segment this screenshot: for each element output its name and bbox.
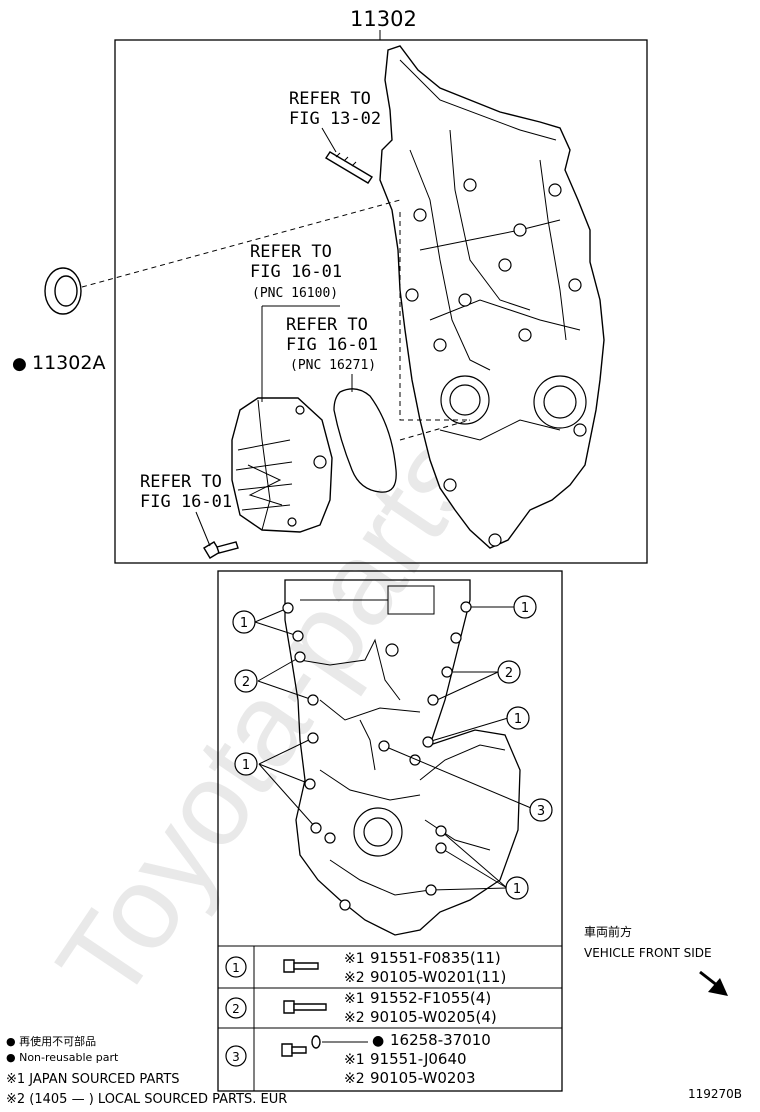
marker-label: 2: [505, 666, 513, 681]
upper-frame: [114, 39, 648, 564]
legend-jp-nonreusable: ● 再使用不可部品: [6, 1034, 96, 1048]
callout-fig-16-01-b-line3: (PNC 16271): [290, 358, 376, 373]
arrow-down-right-icon: [699, 970, 728, 996]
marker-label: 1: [242, 758, 250, 773]
marker-1-top-left[interactable]: 1: [232, 610, 256, 634]
row-prefix: ※2: [344, 1010, 365, 1026]
cover-outline-illustration: [284, 579, 521, 936]
pump-bolt-illustration[interactable]: [203, 541, 239, 559]
timing-cover-illustration[interactable]: [379, 45, 605, 549]
marker-1-bottom-right[interactable]: 1: [505, 876, 529, 900]
part-number[interactable]: 91551-J0640: [370, 1050, 467, 1068]
seal-bullet: ●: [12, 354, 27, 374]
part-number[interactable]: 91552-F1055(4): [370, 989, 491, 1007]
marker-1-mid-right[interactable]: 1: [506, 706, 530, 730]
legend-en-nonreusable: ● Non-reusable part: [6, 1051, 119, 1064]
callout-fig-16-01-b-line2: FIG 16-01: [286, 335, 378, 355]
table-row[interactable]: 2 ※1 91552-F1055(4) ※2 90105-W0205(4): [225, 989, 497, 1026]
bolt-with-washer-icon: [281, 1035, 321, 1057]
marker-2-right[interactable]: 2: [497, 660, 521, 684]
marker-label: 1: [513, 882, 521, 897]
row-prefix: ●: [372, 1033, 384, 1049]
table-row[interactable]: 1 ※1 91551-F0835(11) ※2 90105-W0201(11): [225, 949, 506, 986]
direction-label-jp: 車両前方: [584, 924, 632, 939]
water-pump-gasket-illustration[interactable]: [333, 388, 397, 493]
legend-note-1: ※1 JAPAN SOURCED PARTS: [6, 1072, 180, 1087]
legend-note-2: ※2 (1405 — ) LOCAL SOURCED PARTS. EUR: [6, 1092, 287, 1107]
callout-fig-16-01-a-line2: FIG 16-01: [250, 262, 342, 282]
marker-1-mid-left[interactable]: 1: [234, 752, 258, 776]
marker-label: 2: [242, 675, 250, 690]
main-part-number[interactable]: 11302: [350, 7, 417, 31]
lower-frame: [217, 570, 563, 1092]
callout-fig-16-01-b-line1: REFER TO: [286, 315, 368, 335]
water-pump-illustration[interactable]: [231, 397, 333, 533]
figure-code: 119270B: [688, 1087, 742, 1101]
seal-part-number[interactable]: 11302A: [32, 352, 105, 374]
part-number[interactable]: 90105-W0203: [370, 1069, 476, 1087]
row-index: 3: [232, 1050, 240, 1064]
marker-label: 1: [521, 601, 529, 616]
marker-label: 3: [537, 804, 545, 819]
row-prefix: ※2: [344, 970, 365, 986]
row-prefix: ※1: [344, 991, 365, 1007]
callout-fig-13-02-line1: REFER TO: [289, 89, 371, 109]
part-number[interactable]: 90105-W0205(4): [370, 1008, 497, 1026]
bolt-icon: [283, 959, 319, 973]
callout-fig-16-01-c-line1: REFER TO: [140, 472, 222, 492]
marker-1-top-right[interactable]: 1: [513, 595, 537, 619]
bolt-holes: [282, 601, 472, 896]
row-index: 1: [232, 961, 240, 975]
marker-2-left[interactable]: 2: [234, 669, 258, 693]
callout-fig-16-01-a-line3: (PNC 16100): [252, 286, 338, 301]
table-row[interactable]: 3 ● 16258-37010 ※1 91551-J0640 ※2 90105-…: [225, 1031, 491, 1087]
marker-label: 1: [240, 616, 248, 631]
marker-3-right[interactable]: 3: [529, 798, 553, 822]
part-number[interactable]: 91551-F0835(11): [370, 949, 501, 967]
oil-seal-illustration[interactable]: [44, 267, 82, 315]
marker-label: 1: [514, 712, 522, 727]
row-index: 2: [232, 1002, 240, 1016]
bolt-icon: [283, 1000, 327, 1014]
row-prefix: ※1: [344, 951, 365, 967]
callout-fig-16-01-c-line2: FIG 16-01: [140, 492, 232, 512]
bolt-leader-lines: [254, 606, 532, 891]
part-number[interactable]: 16258-37010: [390, 1031, 491, 1049]
stud-bolt-illustration[interactable]: [325, 151, 373, 184]
part-number[interactable]: 90105-W0201(11): [370, 968, 506, 986]
direction-label-en: VEHICLE FRONT SIDE: [584, 946, 712, 960]
row-prefix: ※1: [344, 1052, 365, 1068]
row-prefix: ※2: [344, 1071, 365, 1087]
callout-fig-13-02-line2: FIG 13-02: [289, 109, 381, 129]
callout-fig-16-01-a-line1: REFER TO: [250, 242, 332, 262]
parts-table: 1 ※1 91551-F0835(11) ※2 90105-W0201(11) …: [218, 945, 562, 1091]
